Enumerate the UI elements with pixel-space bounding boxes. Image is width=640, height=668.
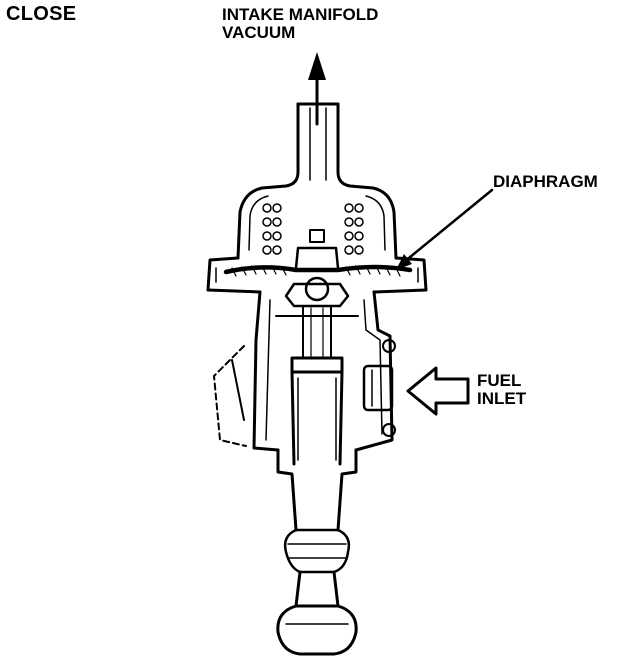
state-label: CLOSE xyxy=(6,3,77,25)
housing-flange xyxy=(206,256,428,294)
diaphragm xyxy=(223,264,413,277)
vacuum-label: INTAKE MANIFOLD VACUUM xyxy=(222,6,378,42)
vacuum-label-line1: INTAKE MANIFOLD xyxy=(222,5,379,24)
spring-seat xyxy=(294,229,340,270)
lower-body xyxy=(213,290,396,452)
fuel-inlet-label-line2: INLET xyxy=(477,388,527,408)
fuel-inlet-label-line1: FUEL xyxy=(477,371,522,390)
coil-spring-right xyxy=(344,203,364,255)
diaphragm-label: DIAPHRAGM xyxy=(493,172,598,191)
return-tube xyxy=(290,356,344,466)
coil-spring-left xyxy=(262,203,282,255)
leader-arrow-icon xyxy=(396,188,494,270)
ball-valve xyxy=(284,276,350,308)
valve-stem xyxy=(302,305,332,359)
spring-housing xyxy=(236,186,398,260)
vacuum-label-line2: VACUUM xyxy=(222,22,296,42)
outlet-fitting xyxy=(276,448,358,656)
fuel-inlet-label: FUEL INLET xyxy=(477,372,526,408)
arrow-up-icon xyxy=(308,52,326,126)
fuel-inlet-port xyxy=(362,364,394,412)
outline-arrow-right-icon xyxy=(406,366,470,416)
